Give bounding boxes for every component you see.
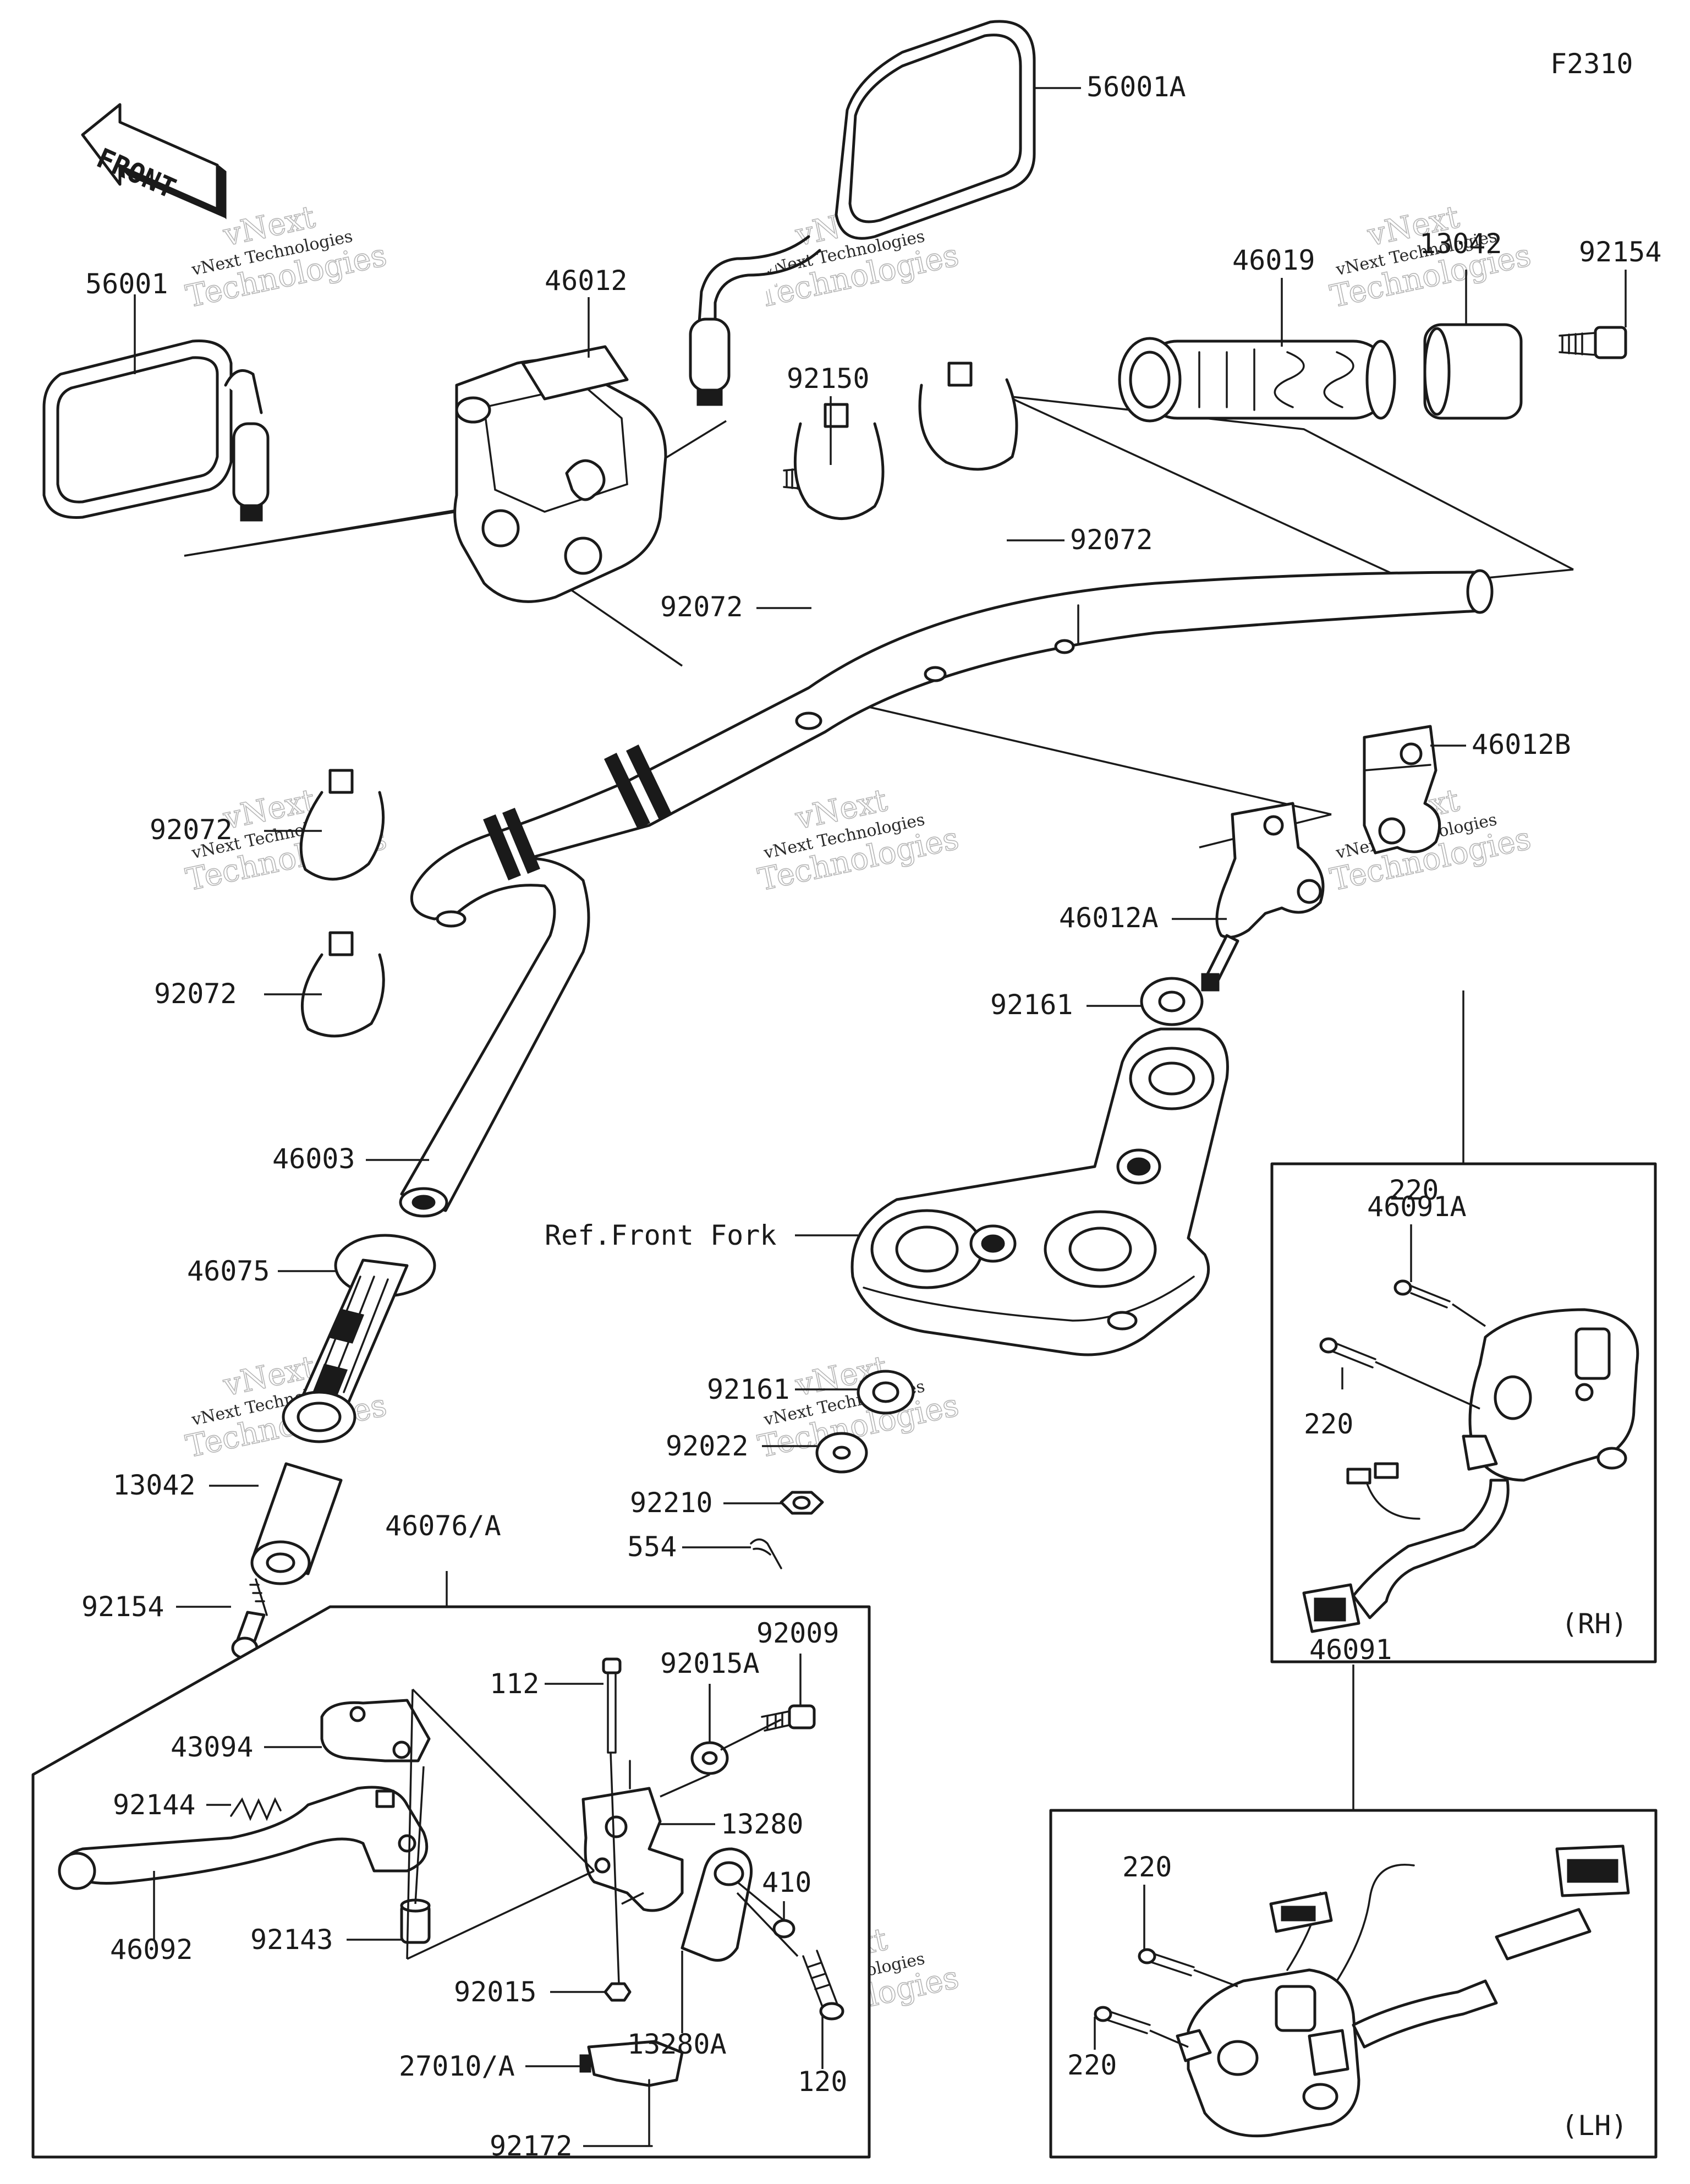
part-label: 13280 bbox=[721, 1808, 804, 1840]
rh-screw-upper bbox=[1393, 1279, 1451, 1309]
part-label: 92022 bbox=[666, 1430, 749, 1462]
lh-connector-small bbox=[1269, 1891, 1333, 1933]
clutch-assembly-lines bbox=[406, 1688, 799, 1984]
bolt-120 bbox=[802, 1950, 844, 2021]
part-label: Ref.Front Fork bbox=[545, 1219, 776, 1251]
lh-connector-upper bbox=[1555, 1844, 1630, 1897]
holder-46012A bbox=[1201, 802, 1325, 992]
part-label: 92210 bbox=[630, 1487, 713, 1519]
part-label: 92143 bbox=[250, 1924, 333, 1956]
lh-screw-lower bbox=[1094, 2006, 1151, 2034]
part-label: 56001 bbox=[85, 268, 168, 300]
part-label: 112 bbox=[490, 1668, 539, 1700]
figure-code: F2310 bbox=[1550, 48, 1633, 80]
clamp-13280A bbox=[681, 1847, 753, 1962]
part-label: 220 bbox=[1067, 2049, 1117, 2081]
part-label: 92161 bbox=[707, 1373, 790, 1405]
holder-46012B bbox=[1363, 725, 1441, 855]
part-label: 92015 bbox=[454, 1976, 537, 2008]
clutch-lever bbox=[58, 1786, 429, 1890]
washer-92015A bbox=[690, 1741, 729, 1775]
part-label: 46076/A bbox=[385, 1510, 501, 1542]
part-label: 92072 bbox=[1070, 524, 1153, 556]
part-label: 46003 bbox=[272, 1143, 355, 1175]
part-label: 220 bbox=[1389, 1174, 1439, 1206]
washer-92022 bbox=[815, 1432, 868, 1474]
leader-lines bbox=[134, 87, 1627, 2147]
part-label: 410 bbox=[762, 1866, 811, 1898]
cable-tie-lower-2 bbox=[300, 931, 385, 1038]
part-label: 92072 bbox=[154, 978, 237, 1010]
cable-tie-lower-1 bbox=[299, 769, 385, 881]
part-label: 13280A bbox=[627, 2028, 727, 2060]
part-label: 92015A bbox=[660, 1647, 760, 1679]
cable-tie-upper-right bbox=[918, 362, 1018, 471]
clutch-switch bbox=[579, 2040, 684, 2147]
part-label: 46012B bbox=[1472, 729, 1571, 760]
part-label: 46012A bbox=[1059, 902, 1159, 934]
part-label: 46075 bbox=[187, 1255, 270, 1287]
part-label: 92072 bbox=[150, 814, 233, 846]
lever-holder-13280 bbox=[581, 1760, 684, 1912]
part-label: 92144 bbox=[113, 1789, 196, 1821]
collar-92143 bbox=[400, 1898, 431, 1944]
bar-end-weight-right bbox=[1423, 323, 1523, 420]
lh-switch-housing bbox=[1176, 1968, 1360, 2138]
part-label: 92154 bbox=[81, 1591, 164, 1623]
clutch-lever-box bbox=[31, 1571, 871, 2159]
part-label: 43094 bbox=[171, 1731, 254, 1763]
part-label: 46091 bbox=[1309, 1634, 1392, 1666]
part-label: 554 bbox=[627, 1531, 677, 1563]
part-label: 13042 bbox=[113, 1469, 196, 1501]
throttle-grip bbox=[1118, 337, 1396, 423]
washer-92161-lower bbox=[857, 1370, 915, 1415]
rh-tag: (RH) bbox=[1561, 1608, 1627, 1640]
rh-screw-lower bbox=[1319, 1337, 1376, 1369]
rh-switch-inset: (RH) bbox=[1270, 990, 1657, 1663]
part-label: 92161 bbox=[990, 989, 1073, 1021]
part-label: 46019 bbox=[1232, 244, 1315, 276]
handlebar-holder-upper bbox=[453, 345, 667, 603]
rh-connector bbox=[1302, 1583, 1360, 1633]
bolt-92009 bbox=[761, 1704, 816, 1732]
part-label: 46092 bbox=[110, 1934, 193, 1966]
handlebar bbox=[399, 569, 1494, 1218]
bar-end-weight-left bbox=[250, 1462, 343, 1585]
triple-clamp bbox=[851, 1027, 1229, 1356]
part-label: 27010/A bbox=[399, 2050, 515, 2082]
rh-wire-terminals bbox=[1346, 1462, 1420, 1520]
part-label: 46012 bbox=[545, 265, 628, 297]
bolt-112 bbox=[602, 1657, 622, 1754]
spring-92144 bbox=[230, 1797, 282, 1821]
rh-switch-housing bbox=[1352, 1308, 1639, 1619]
part-label: 92009 bbox=[756, 1617, 839, 1649]
lh-tag: (LH) bbox=[1561, 2110, 1627, 2142]
lever-plate-43094 bbox=[320, 1699, 431, 1762]
part-label: 92154 bbox=[1579, 236, 1662, 268]
cable-tie-upper-left bbox=[793, 403, 885, 520]
mirror-left bbox=[42, 340, 270, 522]
nut-92015 bbox=[603, 1982, 632, 2002]
nut-92210 bbox=[780, 1491, 824, 1515]
left-grip bbox=[282, 1234, 436, 1443]
washer-92161-upper bbox=[1140, 977, 1204, 1026]
part-label: 46091A bbox=[1367, 1191, 1467, 1223]
lh-switch-inset: (LH) bbox=[1049, 1665, 1658, 2159]
lh-screw-upper bbox=[1138, 1948, 1195, 1977]
lh-wire-harness bbox=[1286, 1864, 1592, 2049]
part-label: 120 bbox=[798, 2066, 847, 2098]
part-label: 92072 bbox=[660, 591, 743, 623]
mirror-right bbox=[689, 20, 1036, 406]
part-label: 92150 bbox=[787, 363, 870, 395]
part-label: 56001A bbox=[1087, 71, 1186, 103]
part-label: 220 bbox=[1122, 1851, 1172, 1883]
front-arrow-icon: FRONT bbox=[81, 103, 227, 220]
bolt-92154-right bbox=[1559, 326, 1627, 359]
part-label: 13042 bbox=[1419, 228, 1502, 260]
part-label: 220 bbox=[1304, 1408, 1353, 1440]
part-label: 92172 bbox=[490, 2130, 573, 2162]
part-labels: 56001A 56001 46012 92150 46019 13042 921… bbox=[81, 71, 1662, 2162]
cotter-pin-554 bbox=[750, 1538, 782, 1569]
